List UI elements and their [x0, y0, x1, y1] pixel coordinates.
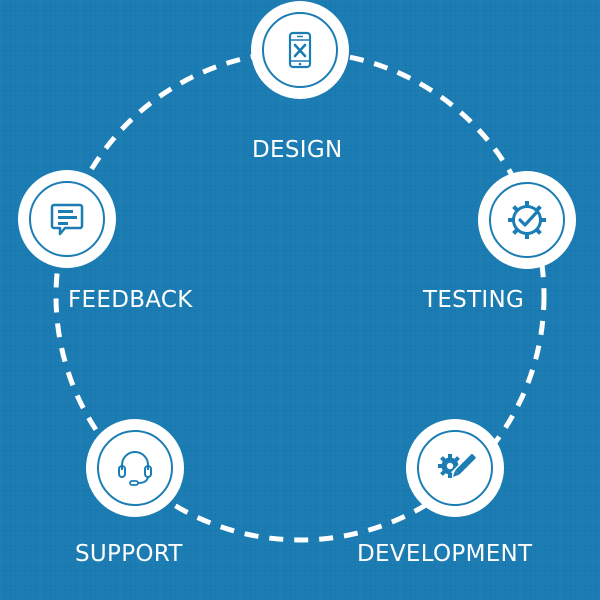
- mobile-design-icon: [288, 31, 312, 69]
- node-testing-ring: [489, 182, 565, 258]
- node-development: [406, 419, 504, 517]
- label-development: DEVELOPMENT: [357, 541, 533, 567]
- node-design-ring: [262, 12, 338, 88]
- node-testing: [478, 171, 576, 269]
- label-testing: TESTING: [423, 287, 525, 313]
- node-development-ring: [417, 430, 493, 506]
- node-design: [251, 1, 349, 99]
- label-design: DESIGN: [252, 137, 343, 163]
- label-support: SUPPORT: [75, 541, 183, 567]
- node-feedback-ring: [29, 181, 105, 257]
- gear-check-icon: [508, 201, 546, 239]
- node-feedback: [18, 170, 116, 268]
- node-support-ring: [97, 430, 173, 506]
- node-support: [86, 419, 184, 517]
- headset-icon: [118, 451, 152, 486]
- label-feedback: FEEDBACK: [68, 287, 193, 313]
- gear-pencil-icon: [438, 451, 477, 479]
- chat-bubble-icon: [50, 203, 84, 236]
